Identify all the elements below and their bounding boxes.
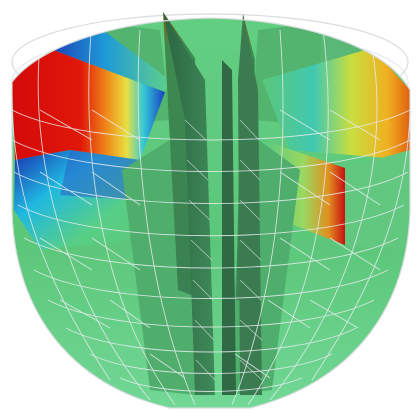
shell-outline xyxy=(11,17,411,409)
fin-center xyxy=(222,60,236,395)
fin-mesh-lines xyxy=(184,119,263,381)
fin-right xyxy=(238,14,262,395)
hot-region-right xyxy=(262,48,410,160)
